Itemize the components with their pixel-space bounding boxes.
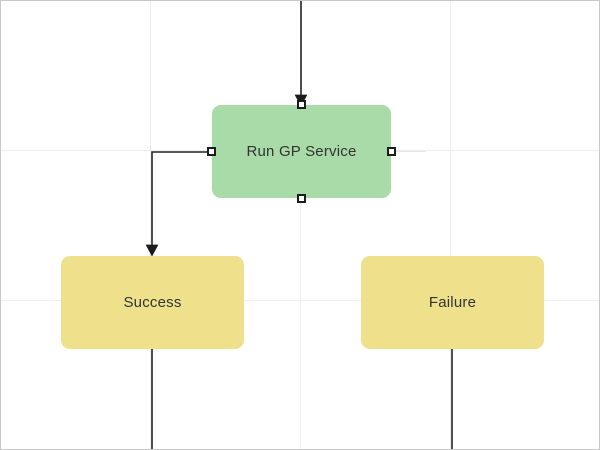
handle-right-run-gp-service[interactable] <box>387 147 396 156</box>
node-label-failure: Failure <box>428 294 477 311</box>
edge-stub-right <box>396 151 426 152</box>
node-success[interactable]: Success <box>61 256 244 349</box>
handle-top-run-gp-service[interactable] <box>297 100 306 109</box>
node-failure[interactable]: Failure <box>361 256 544 349</box>
edge-service-to-success[interactable] <box>145 151 209 257</box>
node-run-gp-service[interactable]: Run GP Service <box>207 100 396 203</box>
node-label-success: Success <box>123 294 182 311</box>
node-label-run-gp-service: Run GP Service <box>246 143 357 160</box>
handle-left-run-gp-service[interactable] <box>207 147 216 156</box>
handle-bottom-run-gp-service[interactable] <box>297 194 306 203</box>
